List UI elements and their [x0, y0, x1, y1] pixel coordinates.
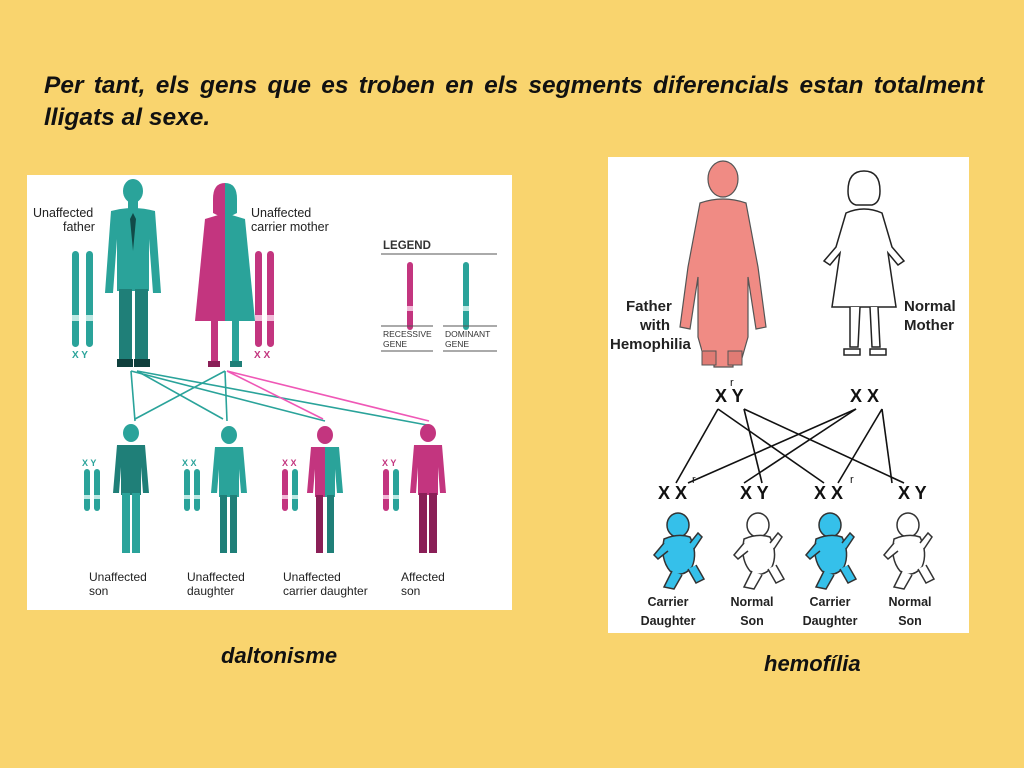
father-figure [105, 179, 161, 367]
color-blindness-svg: Unaffected father X Y Unaffected carrier… [33, 179, 497, 598]
child-1-label-1: Carrier [648, 595, 689, 609]
child-affected-son: X Y Affected son [382, 424, 446, 598]
recessive-gene-chromosome [407, 262, 413, 330]
child-2-label-1: Normal [730, 595, 773, 609]
mother-chromosomes-label: X X [254, 350, 270, 361]
child-3-chromosomes: X X [282, 458, 297, 468]
child-1-label-2: son [89, 584, 108, 598]
father-label-1: Unaffected [33, 206, 93, 220]
normal-mother-figure [822, 170, 906, 356]
hemophilia-cross-lines [675, 408, 905, 484]
hemophilia-svg: Father with Hemophilia Normal Mother X Y… [610, 160, 956, 628]
child-4-chromosomes: X Y [382, 458, 396, 468]
father-hemophilia-label-3: Hemophilia [610, 336, 692, 353]
carrier-daughter-baby-2 [805, 512, 857, 590]
carrier-mother-figure [195, 183, 255, 367]
child-4-label-2: Son [898, 614, 922, 628]
child-1-genotype: X X [658, 483, 687, 503]
slide-heading: Per tant, els gens que es troben en els … [44, 72, 984, 131]
normal-mother-label-2: Mother [904, 317, 954, 334]
normal-mother-label-1: Normal [904, 298, 956, 315]
child-2-label-2: Son [740, 614, 764, 628]
child-4-label-1: Normal [888, 595, 931, 609]
mother-label-2: carrier mother [251, 220, 329, 234]
father-hemophilia-figure [679, 160, 767, 368]
mother-chromosome-pair [255, 251, 274, 347]
child-2-label-2: daughter [187, 584, 234, 598]
child-3-label-2: carrier daughter [283, 584, 368, 598]
child-4-label-1: Affected [401, 570, 445, 584]
mother-label-1: Unaffected [251, 206, 311, 220]
child-1-genotype-superscript: r [692, 474, 696, 486]
legend-dominant-2: GENE [445, 339, 469, 349]
legend: LEGEND RECESSIVE GENE DOMINANT GENE [381, 240, 497, 352]
father-hemophilia-label-2: with [639, 317, 670, 334]
dominant-gene-chromosome [463, 262, 469, 330]
father-hemophilia-label-1: Father [626, 298, 672, 315]
child-2-chromosomes: X X [182, 458, 197, 468]
child-4-label-2: son [401, 584, 420, 598]
legend-recessive-2: GENE [383, 339, 407, 349]
child-4-genotype: X Y [898, 483, 927, 503]
inheritance-lines [130, 370, 430, 426]
child-3-label-1: Carrier [810, 595, 851, 609]
child-3-genotype-superscript: r [850, 474, 854, 486]
child-3-label-2: Daughter [803, 614, 858, 628]
color-blindness-inheritance-diagram: Unaffected father X Y Unaffected carrier… [27, 175, 512, 610]
child-1-label-1: Unaffected [89, 570, 147, 584]
father-genotype-superscript: r [730, 377, 734, 389]
father-chromosome-pair [72, 251, 93, 347]
legend-dominant-1: DOMINANT [445, 329, 490, 339]
child-2-label-1: Unaffected [187, 570, 245, 584]
normal-son-baby-1 [733, 512, 785, 590]
child-3-genotype: X X [814, 483, 843, 503]
child-unaffected-carrier-daughter: X X Unaffected carrier daughter [282, 426, 368, 598]
child-2-genotype: X Y [740, 483, 769, 503]
child-unaffected-daughter: X X Unaffected daughter [182, 426, 247, 598]
carrier-daughter-baby-1 [653, 512, 705, 590]
hemophilia-inheritance-diagram: Father with Hemophilia Normal Mother X Y… [608, 157, 969, 633]
child-3-label-1: Unaffected [283, 570, 341, 584]
child-1-label-2: Daughter [641, 614, 696, 628]
legend-recessive-1: RECESSIVE [383, 329, 432, 339]
normal-son-baby-2 [883, 512, 935, 590]
caption-daltonisme: daltonisme [221, 643, 338, 668]
father-label-2: father [63, 220, 95, 234]
father-chromosomes-label: X Y [72, 350, 88, 361]
legend-title: LEGEND [383, 240, 431, 252]
mother-genotype: X X [850, 386, 879, 406]
father-genotype: X Y [715, 386, 744, 406]
child-1-chromosomes: X Y [82, 458, 96, 468]
child-unaffected-son: X Y Unaffected son [82, 424, 149, 598]
caption-hemofilia: hemofília [764, 651, 861, 676]
